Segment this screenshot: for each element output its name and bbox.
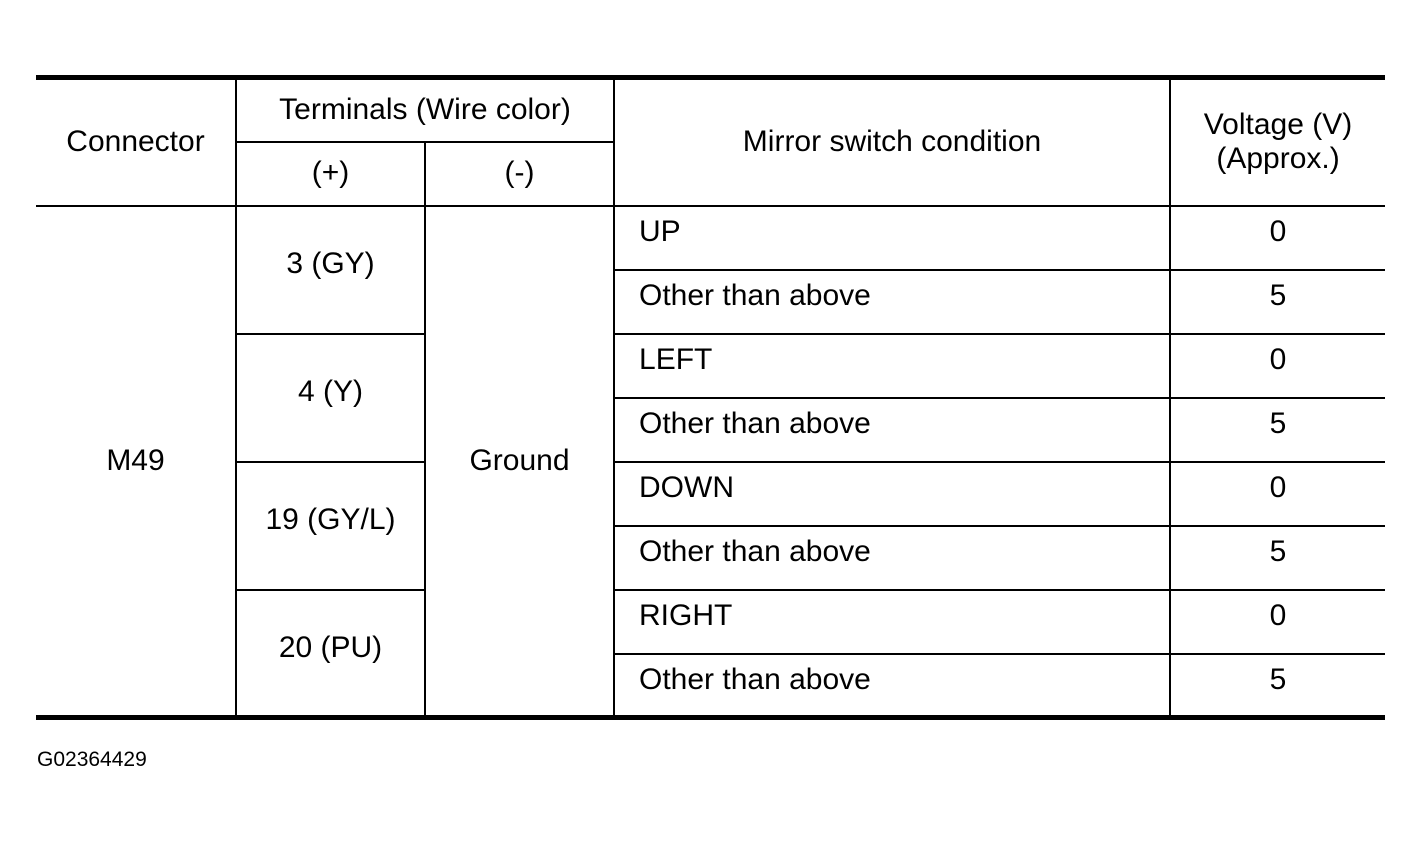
table-row: M49 3 (GY) Ground UP 0 [36,204,1386,719]
voltage-cell: 0 [1169,204,1386,271]
figure-code: G02364429 [37,748,147,771]
header-minus: (-) [423,140,615,207]
condition-cell: Other than above [614,652,1172,719]
terminal-cell: 19 (GY/L) [236,460,426,591]
header-plus: (+) [236,140,426,207]
voltage-cell: 5 [1169,652,1386,719]
condition-cell: DOWN [613,460,1172,527]
condition-cell: Other than above [614,524,1172,591]
table-row: Other than above 5 [36,268,1386,335]
table-row: 19 (GY/L) DOWN 0 [36,460,1386,591]
header-condition: Mirror switch condition [613,76,1172,207]
voltage-cell: 5 [1169,396,1386,463]
table-row: 20 (PU) RIGHT 0 [36,588,1386,719]
condition-cell: Other than above [614,396,1172,463]
table-row: Other than above 5 [36,396,1386,463]
condition-cell: LEFT [613,332,1172,399]
header-voltage-line1: Voltage (V) [1203,107,1353,141]
voltage-cell: 0 [1169,588,1386,655]
terminal-cell: 20 (PU) [236,588,426,719]
header-terminals: Terminals (Wire color) [234,76,616,143]
voltage-cell: 5 [1169,268,1386,335]
condition-cell: Other than above [614,268,1172,335]
voltage-cell: 0 [1169,460,1386,527]
table-row: Other than above 5 [36,524,1386,591]
ground-cell: Ground [423,204,616,719]
voltage-cell: 5 [1169,524,1386,591]
voltage-cell: 0 [1169,332,1386,399]
table-row: 4 (Y) LEFT 0 [36,332,1386,463]
connector-cell: M49 [36,204,237,719]
header-connector: Connector [36,76,237,207]
header-voltage: Voltage (V) (Approx.) [1169,76,1386,207]
voltage-spec-table: Connector Terminals (Wire color) Mirror … [36,75,1386,720]
condition-cell: RIGHT [613,588,1172,655]
condition-cell: UP [613,204,1172,271]
header-voltage-line2: (Approx.) [1216,142,1340,176]
terminal-cell: 4 (Y) [236,332,426,463]
table-row: Other than above 5 [36,652,1386,719]
terminal-cell: 3 (GY) [235,204,426,335]
